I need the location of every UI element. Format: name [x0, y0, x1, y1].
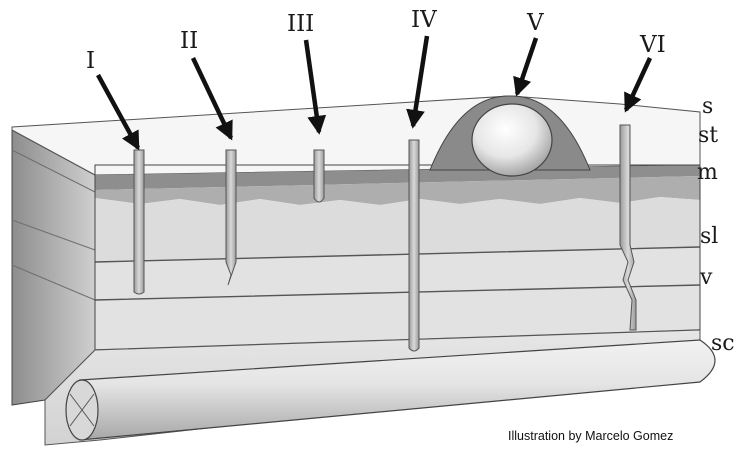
lesion-canal-ii [226, 150, 236, 285]
lesion-label-i: I [86, 48, 95, 74]
lesion-label-iv: IV [411, 7, 437, 33]
lesion-label-iii: III [287, 11, 314, 37]
lesion-canal-iii [314, 150, 324, 202]
lesion-label-v: V [526, 10, 544, 36]
arrow-vi [626, 58, 650, 110]
layer-label-sc: sc [711, 331, 735, 356]
lesion-canal-iv [409, 140, 419, 351]
layer-label-v: v [699, 265, 713, 290]
lesion-label-ii: II [180, 28, 198, 54]
layer-label-st: st [698, 123, 718, 148]
layer-label-m: m [697, 160, 718, 185]
layer-label-sl: sl [700, 224, 718, 249]
arrow-v [517, 38, 536, 94]
lesion-canal-i [134, 150, 144, 294]
lesion-v-bubble [472, 104, 552, 176]
layer-label-s: s [702, 94, 713, 119]
lesion-label-vi: VI [639, 32, 666, 58]
illustration-credit: Illustration by Marcelo Gomez [508, 429, 673, 443]
